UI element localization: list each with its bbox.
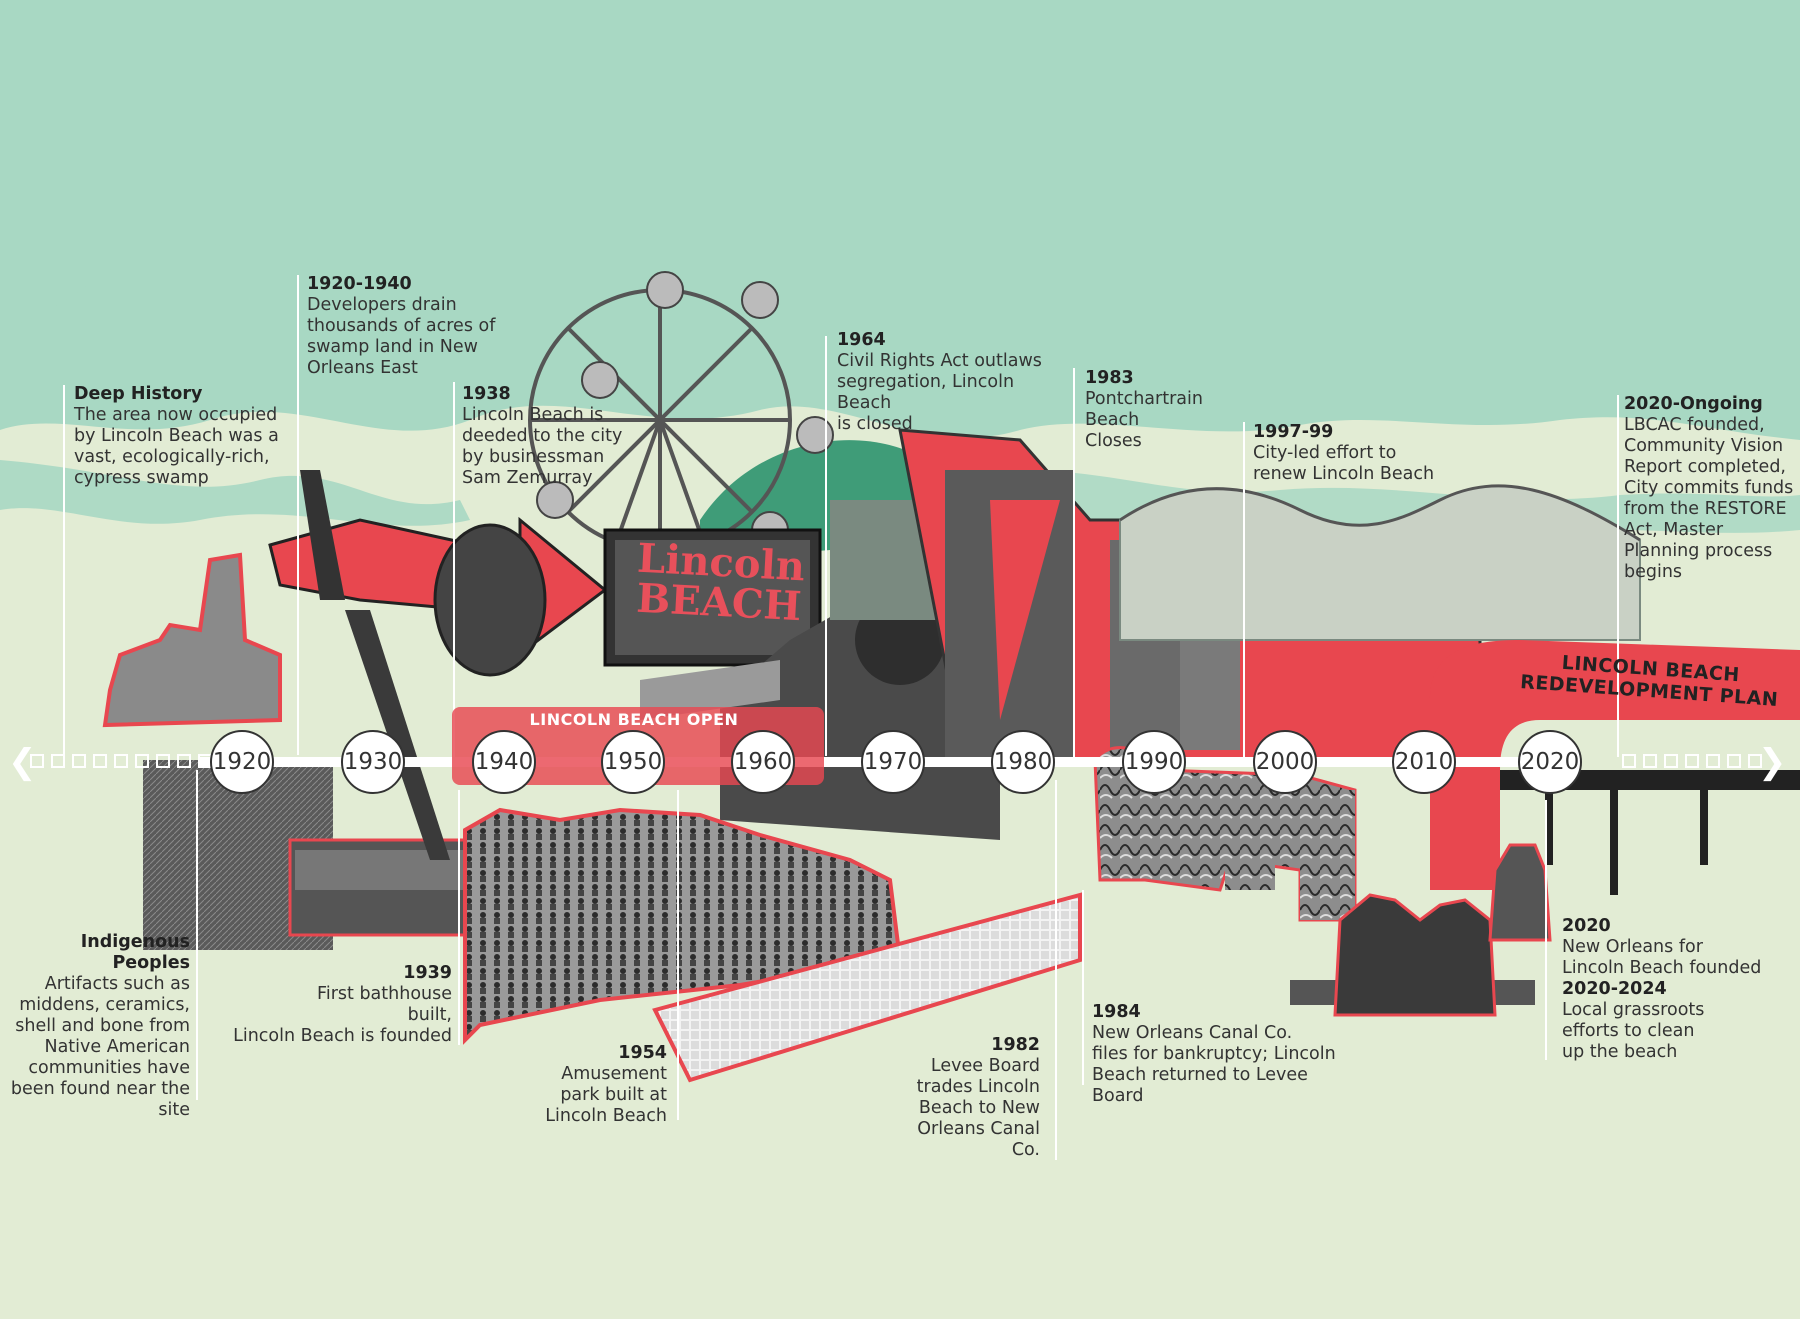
event-year: 1939 bbox=[403, 963, 452, 983]
event-text: Developers drain thousands of acres of s… bbox=[307, 295, 496, 378]
decade-1940: 1940 bbox=[472, 730, 536, 794]
event-year: 2020-2024 bbox=[1562, 979, 1667, 999]
leader-2020 bbox=[1545, 800, 1547, 1060]
event-2020-and-2024: 2020 New Orleans for Lincoln Beach found… bbox=[1562, 916, 1792, 1063]
event-deep-history: Deep History The area now occupied by Li… bbox=[74, 384, 284, 489]
event-text: Amusement park built at Lincoln Beach bbox=[545, 1064, 667, 1126]
event-year: 1984 bbox=[1092, 1002, 1141, 1022]
people-sitting bbox=[1333, 893, 1497, 1017]
axis-dash bbox=[51, 754, 65, 768]
decade-1980: 1980 bbox=[991, 730, 1055, 794]
event-year: 1920-1940 bbox=[307, 274, 412, 294]
event-1982: 1982 Levee Board trades Lincoln Beach to… bbox=[900, 1035, 1040, 1161]
event-indigenous-peoples: Indigenous Peoples Artifacts such as mid… bbox=[5, 932, 190, 1121]
leader-1920-1940 bbox=[297, 275, 299, 755]
axis-dash bbox=[1643, 754, 1657, 768]
event-1983: 1983 Pontchartrain Beach Closes bbox=[1085, 368, 1225, 452]
axis-dash bbox=[156, 754, 170, 768]
decade-1950: 1950 bbox=[601, 730, 665, 794]
event-1997-99: 1997-99 City-led effort to renew Lincoln… bbox=[1253, 422, 1463, 485]
axis-dash bbox=[1622, 754, 1636, 768]
axis-dash bbox=[1664, 754, 1678, 768]
axis-dash bbox=[93, 754, 107, 768]
decade-2010: 2010 bbox=[1392, 730, 1456, 794]
event-1984: 1984 New Orleans Canal Co. files for ban… bbox=[1092, 1002, 1362, 1107]
decade-1970: 1970 bbox=[861, 730, 925, 794]
leader-deep-history bbox=[63, 385, 65, 760]
event-year: 1997-99 bbox=[1253, 422, 1334, 442]
event-text: Artifacts such as middens, ceramics, she… bbox=[10, 974, 190, 1120]
leader-1997 bbox=[1243, 422, 1245, 757]
event-year: 2020 bbox=[1562, 916, 1611, 936]
swimmers-crowd-photo bbox=[463, 807, 903, 1045]
decade-1960: 1960 bbox=[731, 730, 795, 794]
event-year: 2020-Ongoing bbox=[1624, 394, 1763, 414]
event-year: 1954 bbox=[618, 1043, 667, 1063]
axis-dash bbox=[1706, 754, 1720, 768]
axis-dash bbox=[1727, 754, 1741, 768]
roller-coaster bbox=[1119, 484, 1641, 641]
event-year: Deep History bbox=[74, 384, 203, 404]
axis-dash bbox=[135, 754, 149, 768]
axis-dash bbox=[1685, 754, 1699, 768]
event-year: 1964 bbox=[837, 330, 886, 350]
redevelopment-ribbon bbox=[1430, 640, 1800, 890]
event-text: LBCAC founded, Community Vision Report c… bbox=[1624, 415, 1794, 582]
event-text: The area now occupied by Lincoln Beach w… bbox=[74, 405, 279, 488]
event-year: 1982 bbox=[991, 1035, 1040, 1055]
leader-1954 bbox=[677, 790, 679, 1120]
event-year: 1983 bbox=[1085, 368, 1134, 388]
event-1938: 1938 Lincoln Beach is deeded to the city… bbox=[462, 384, 632, 489]
event-2020-ongoing: 2020-Ongoing LBCAC founded, Community Vi… bbox=[1624, 394, 1794, 583]
event-text: Levee Board trades Lincoln Beach to New … bbox=[916, 1056, 1040, 1160]
native-figures bbox=[102, 552, 282, 728]
axis-dash bbox=[177, 754, 191, 768]
event-1920-1940: 1920-1940 Developers drain thousands of … bbox=[307, 274, 507, 379]
event-text: Civil Rights Act outlaws segregation, Li… bbox=[837, 351, 1042, 434]
axis-dash bbox=[1748, 754, 1762, 768]
event-text: City-led effort to renew Lincoln Beach bbox=[1253, 443, 1435, 484]
leader-indigenous bbox=[196, 770, 198, 1100]
leader-1982 bbox=[1055, 780, 1057, 1160]
neon-sign-cylinder bbox=[433, 523, 547, 677]
leader-1938 bbox=[453, 382, 455, 757]
lincoln-beach-sign-text: Lincoln BEACH bbox=[635, 534, 807, 631]
decade-2020: 2020 bbox=[1518, 730, 1582, 794]
event-year: 1938 bbox=[462, 384, 511, 404]
event-year: Indigenous Peoples bbox=[80, 932, 190, 973]
leader-2020-ongoing bbox=[1617, 395, 1619, 757]
event-text: Lincoln Beach is deeded to the city by b… bbox=[462, 405, 623, 488]
lincoln-beach-open-label: LINCOLN BEACH OPEN bbox=[529, 710, 739, 729]
axis-dash bbox=[114, 754, 128, 768]
leader-1939 bbox=[458, 790, 460, 1045]
axis-dash bbox=[30, 754, 44, 768]
leader-1964 bbox=[825, 336, 827, 756]
decade-1990: 1990 bbox=[1122, 730, 1186, 794]
event-text: Pontchartrain Beach Closes bbox=[1085, 389, 1203, 451]
axis-dash bbox=[72, 754, 86, 768]
woman-photo bbox=[1488, 843, 1552, 942]
arrow-right-icon: ❯ bbox=[1758, 742, 1787, 782]
leader-1983 bbox=[1073, 368, 1075, 758]
event-1939: 1939 First bathhouse built, Lincoln Beac… bbox=[230, 963, 452, 1047]
event-text: New Orleans for Lincoln Beach founded bbox=[1562, 937, 1762, 978]
event-1954: 1954 Amusement park built at Lincoln Bea… bbox=[530, 1043, 667, 1127]
event-1964: 1964 Civil Rights Act outlaws segregatio… bbox=[837, 330, 1067, 435]
event-text: Local grassroots efforts to clean up the… bbox=[1562, 1000, 1705, 1062]
event-text: First bathhouse built, Lincoln Beach is … bbox=[233, 984, 452, 1046]
event-text: New Orleans Canal Co. files for bankrupt… bbox=[1092, 1023, 1336, 1106]
decade-1920: 1920 bbox=[210, 730, 274, 794]
leader-1984 bbox=[1082, 890, 1084, 1085]
decade-1930: 1930 bbox=[341, 730, 405, 794]
decade-2000: 2000 bbox=[1253, 730, 1317, 794]
